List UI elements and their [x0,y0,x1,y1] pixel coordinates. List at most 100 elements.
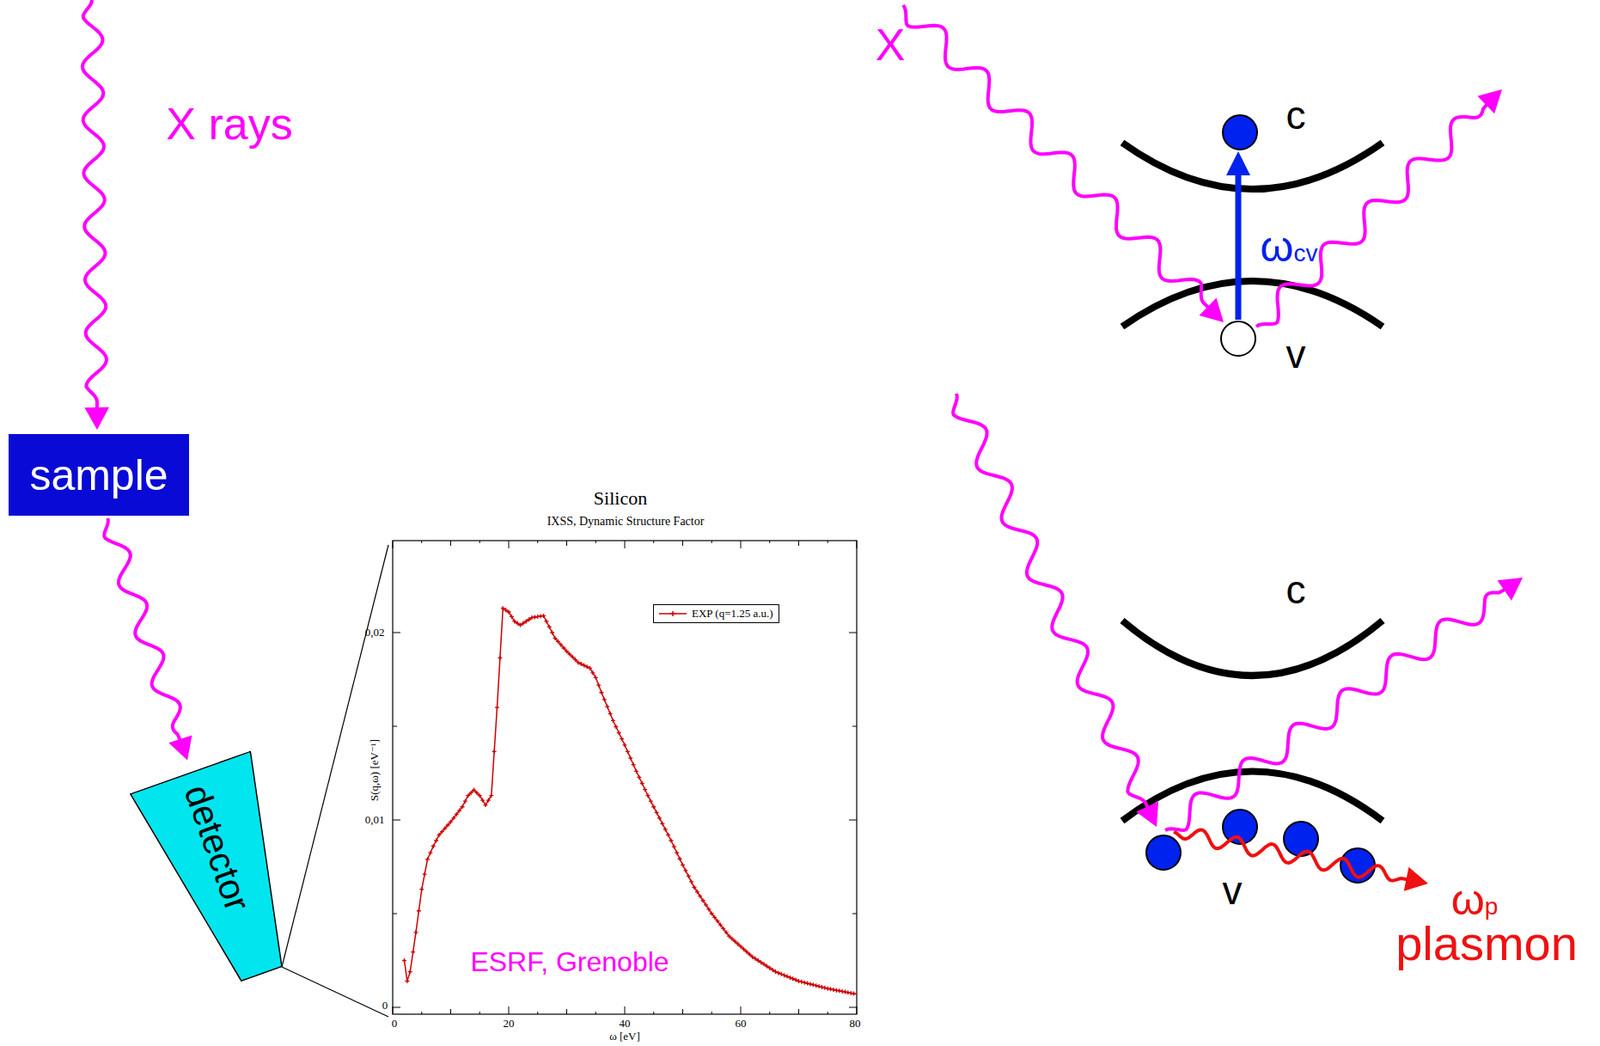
data-marker [845,989,850,995]
axis-tick [392,540,394,549]
data-marker [805,981,810,986]
data-marker [680,862,685,868]
legend-sample [657,607,689,620]
data-marker [457,808,462,813]
data-marker [477,793,483,798]
data-marker [677,856,683,862]
conduction-band [1122,142,1383,190]
data-marker [433,837,439,843]
data-marker [665,832,671,837]
data-marker [715,918,721,923]
axis-tick [508,1006,510,1014]
data-marker [506,610,512,615]
axis-tick [537,1011,538,1014]
data-marker [628,756,633,761]
leader-line [281,966,389,1017]
data-marker [720,926,726,931]
axis-tick [852,726,857,727]
data-marker [732,939,738,944]
data-marker [709,911,715,917]
data-marker [828,986,833,991]
data-marker [437,832,442,837]
data-marker [553,635,558,641]
tick-label: 60 [735,1017,747,1030]
data-marker [669,837,674,843]
tick-label: 20 [503,1017,515,1030]
plot-frame [392,540,857,1014]
data-marker [659,821,665,826]
data-marker [463,799,468,804]
source-note: ESRF, Grenoble [470,946,669,978]
tick-label: 0,02 [365,626,385,639]
data-marker [602,696,607,702]
data-marker [831,987,837,992]
data-curve [402,605,857,996]
conduction-band [1122,620,1383,676]
axis-tick [595,540,597,544]
data-marker [573,657,578,662]
data-marker [610,718,616,723]
data-marker [840,989,845,994]
data-marker [747,952,752,957]
data-marker [640,781,645,786]
data-marker [590,670,595,675]
data-marker [613,724,618,729]
data-marker [599,690,605,695]
data-marker [460,804,465,809]
arrow-head [1497,577,1524,601]
photon-wave [952,393,1150,813]
arrow-head [1226,151,1251,176]
data-marker [808,981,813,986]
data-marker [419,886,424,892]
data-marker [570,654,575,660]
data-marker [561,645,567,650]
data-marker [541,613,546,618]
node-text: sample [29,450,168,501]
data-marker [689,879,694,884]
data-marker [697,893,703,898]
photon-waves [82,0,1523,892]
data-marker [642,787,648,792]
data-marker [408,969,413,974]
data-marker [442,825,447,831]
axis-tick [682,1008,684,1014]
data-marker [813,983,819,988]
data-marker [819,984,825,990]
data-marker [817,983,822,989]
axis-tick [479,1011,481,1014]
band-label: v [1286,332,1307,377]
data-marker [465,793,471,798]
data-marker [616,730,622,735]
axis-tick [798,540,800,546]
plot-subtitle: IXSS, Dynamic Structure Factor [547,514,705,528]
axis-tick [566,1008,568,1014]
data-marker [724,929,729,935]
data-marker [842,989,848,995]
band-label: c [1286,93,1307,138]
axis-tick [595,1011,597,1014]
data-marker [848,990,854,996]
axis-tick [450,540,452,546]
axis-tick [848,632,857,634]
data-marker [636,775,642,780]
data-marker [822,985,827,990]
axis-tick [848,819,857,821]
data-marker [744,949,749,954]
data-marker [451,815,456,820]
data-marker [483,802,489,807]
axis-tick [421,540,422,544]
data-marker [564,648,569,654]
data-marker [454,812,459,817]
detector-shape: detector [129,750,324,996]
tick-label: 0 [391,1017,398,1030]
sample-box: sample [8,433,190,516]
data-marker [431,843,436,849]
data-marker [741,946,746,952]
data-marker [634,769,639,774]
plot-ticks [392,540,857,1014]
valence-band [1122,771,1383,822]
plasmon-label: plasmon [1395,916,1578,971]
axis-tick [392,913,397,915]
data-marker [410,949,416,954]
data-marker [619,736,624,741]
